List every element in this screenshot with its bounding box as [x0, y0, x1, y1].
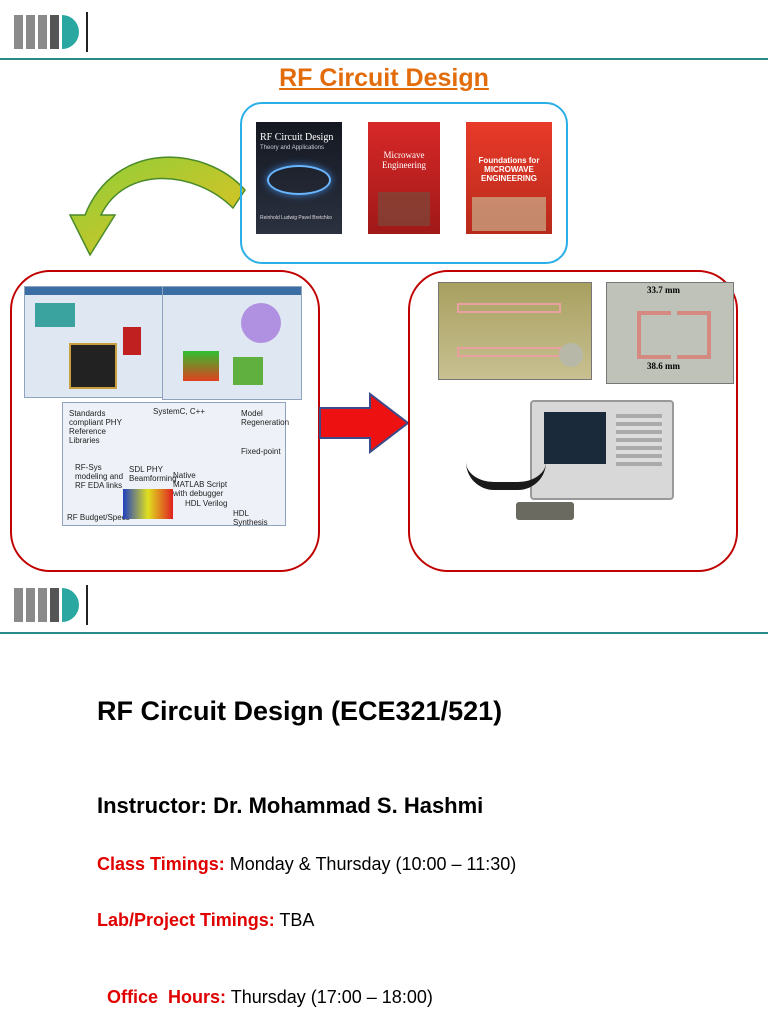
office-hours-label: Office Hours:: [107, 987, 227, 1007]
iiitd-logo: [14, 585, 88, 625]
page-title: RF Circuit Design: [279, 64, 489, 92]
book-title: Microwave Engineering: [382, 150, 426, 170]
software-label: Model Regeneration: [241, 409, 290, 427]
iiitd-logo: [14, 12, 88, 52]
software-label: RF Budget/Specs: [67, 513, 130, 522]
book-subtitle: Theory and Applications: [260, 145, 325, 151]
office-hours: Office Hours: Thursday (17:00 – 18:00): [97, 966, 433, 1008]
book-title: RF Circuit Design: [260, 132, 334, 143]
software-label: Native MATLAB Script with debugger: [173, 471, 228, 498]
software-label: RF-Sys modeling and RF EDA links: [75, 463, 124, 490]
book-rf-circuit-design: RF Circuit Design Theory and Application…: [256, 122, 342, 234]
stepped-impedance-filter-photo: 33.7 mm 38.6 mm: [606, 282, 734, 384]
curved-arrow-icon: [68, 156, 246, 257]
instructor-name: Instructor: Dr. Mohammad S. Hashmi: [97, 793, 484, 818]
book-title: Foundations for MICROWAVE ENGINEERING: [478, 156, 540, 183]
software-label: SystemC, C++: [153, 407, 206, 416]
software-label: Standards compliant PHY Reference Librar…: [69, 409, 122, 445]
book-authors: Reinhold Ludwig Pavel Bretchko: [260, 215, 332, 221]
header-divider: [0, 58, 768, 60]
network-analyzer-photo: [466, 392, 674, 532]
hardware-panel: 33.7 mm 38.6 mm: [408, 270, 738, 572]
em-simulator-screenshot: [24, 286, 164, 398]
class-timings: Class Timings: Monday & Thursday (10:00 …: [97, 854, 516, 875]
textbooks-panel: RF Circuit Design Theory and Application…: [240, 102, 568, 264]
system-design-screenshot: Standards compliant PHY Reference Librar…: [62, 402, 290, 527]
right-arrow-icon: [319, 392, 410, 454]
software-panel: Standards compliant PHY Reference Librar…: [10, 270, 320, 572]
lab-timings-value: TBA: [274, 910, 315, 930]
course-title: RF Circuit Design (ECE321/521): [97, 696, 503, 726]
dimension-label: 38.6 mm: [647, 361, 680, 371]
software-label: HDL Synthesis: [233, 509, 268, 527]
dimension-label: 33.7 mm: [647, 285, 680, 295]
book-microwave-engineering: Microwave Engineering: [368, 122, 440, 234]
software-label: Fixed-point: [241, 447, 281, 456]
office-hours-value: Thursday (17:00 – 18:00): [226, 987, 433, 1007]
software-label: SDL PHY Beamforming: [129, 465, 177, 483]
class-timings-label: Class Timings:: [97, 854, 225, 874]
pcb-filter-photo: [438, 282, 592, 380]
software-label: HDL Verilog: [185, 499, 228, 508]
class-timings-value: Monday & Thursday (10:00 – 11:30): [224, 854, 517, 874]
lab-timings: Lab/Project Timings: TBA: [97, 910, 314, 931]
book-foundations-microwave: Foundations for MICROWAVE ENGINEERING: [466, 122, 552, 234]
header-divider: [0, 632, 768, 634]
lab-timings-label: Lab/Project Timings:: [97, 910, 275, 930]
ads-layout-screenshot: [162, 286, 302, 400]
